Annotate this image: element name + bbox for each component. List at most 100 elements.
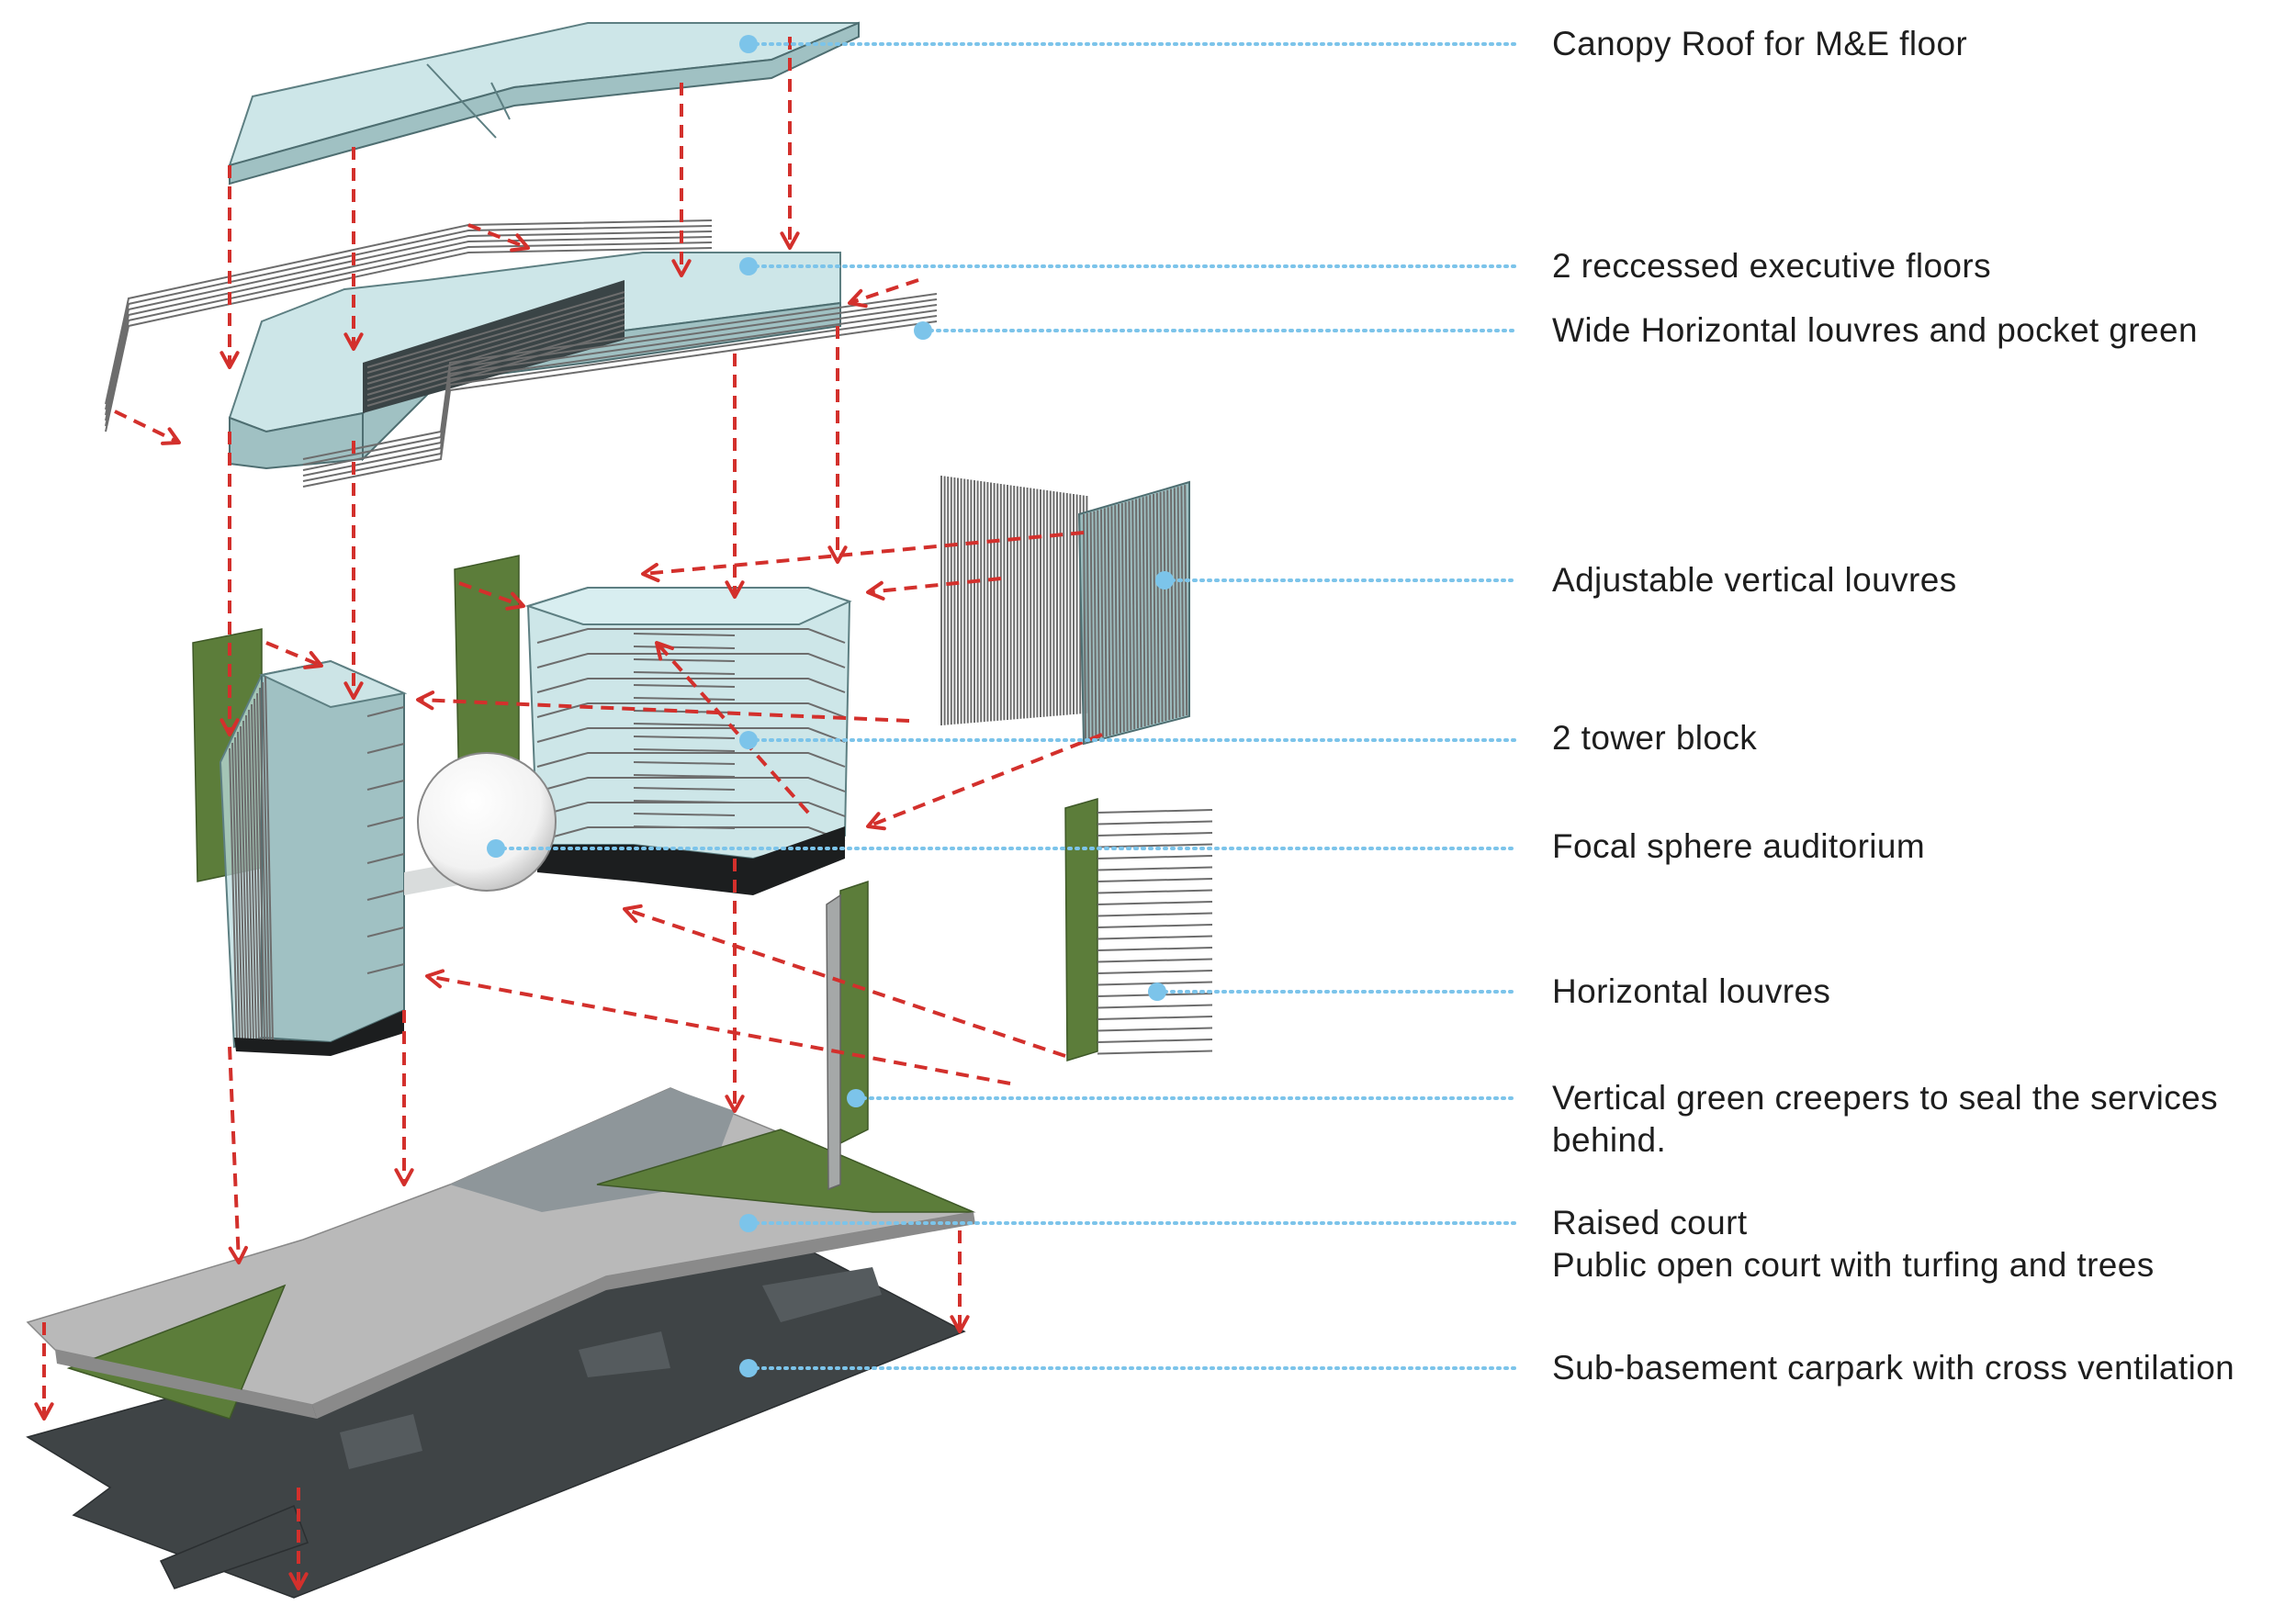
wide-louvre-right (302, 320, 938, 488)
label-creepers-line1: Vertical green creepers to seal the serv… (1552, 1079, 2218, 1117)
vertical-louvre-fin (1184, 485, 1188, 716)
exec-floor-line (366, 297, 625, 374)
vertical-louvre-fin (1083, 513, 1086, 743)
horizontal-louvre-slat (1097, 855, 1213, 859)
assembly-arrow (849, 278, 919, 305)
horizontal-louvre-slat (1097, 866, 1213, 871)
arrowhead (623, 904, 643, 924)
horizontal-louvre-slat (1097, 809, 1213, 814)
tower-fin-line (229, 747, 238, 1043)
wide-louvre-left (105, 230, 713, 416)
tower-fin-line (256, 692, 265, 1043)
tower-floor-line (536, 702, 846, 718)
wide-louvre-left (105, 236, 713, 421)
wide-louvre-left (105, 241, 713, 427)
tower-fin-line (259, 687, 268, 1043)
tower-fin-line (251, 703, 260, 1043)
label-canopy-roof: Canopy Roof for M&E floor (1552, 25, 1967, 62)
exec-floor-line (366, 291, 625, 368)
tower-floor-line (366, 816, 405, 827)
wide-louvre-left (105, 247, 713, 432)
wide-horizontal-louvres (105, 219, 938, 488)
label-executive-floors: 2 reccessed executive floors (1552, 247, 1991, 285)
wide-louvre-left (105, 219, 713, 405)
tower-floor-line (536, 653, 846, 668)
tower-fin-line (242, 720, 252, 1043)
vertical-louvre-fin (1155, 492, 1160, 724)
horizontal-louvre-slat (1097, 912, 1213, 917)
vertical-louvre-fin (1086, 512, 1090, 742)
tower-floor-line (366, 890, 405, 901)
arrowhead (343, 332, 364, 351)
vertical-louvre-fin (1173, 488, 1177, 719)
assembly-arrow (624, 907, 1066, 1058)
vertical-louvre-fin (1097, 510, 1101, 739)
vertical-louvre-fin (1176, 487, 1181, 718)
arrowhead (416, 691, 435, 711)
leader-dot-horizontal (1148, 983, 1166, 1001)
vertical-louvre-fin (1128, 500, 1132, 731)
assembly-arrow (655, 641, 810, 814)
arrowhead (288, 1572, 309, 1590)
arrowhead (671, 259, 692, 277)
vertical-louvre-fin (1138, 498, 1142, 728)
horizontal-louvre-slat (1097, 843, 1213, 848)
leader-lines (487, 35, 1517, 1377)
tower-floor-line (366, 780, 405, 791)
label-sphere: Focal sphere auditorium (1552, 827, 1925, 865)
leader-dot-carpark (739, 1359, 758, 1377)
exec-floor-line (366, 319, 625, 396)
assembly-arrow (642, 531, 1085, 576)
tower-fin-line (633, 825, 736, 829)
exec-floor-line (366, 302, 625, 379)
tower-fin-line (633, 658, 736, 662)
arrowhead (510, 233, 530, 253)
tower-floor-line (536, 678, 846, 693)
vertical-louvre-fin (1110, 506, 1115, 736)
tower-fin-line (633, 748, 736, 752)
tower-fin-line (633, 761, 736, 765)
vertical-louvre-fin (1131, 500, 1136, 730)
label-wide-louvres: Wide Horizontal louvres and pocket green (1552, 311, 2198, 349)
tower-fin-line (633, 813, 736, 816)
tower-floor-line (536, 752, 846, 768)
assembly-arrow (467, 223, 529, 250)
arrowhead (655, 641, 674, 661)
tower-fin-line (234, 736, 243, 1043)
vertical-green-creepers (826, 880, 869, 1191)
vertical-louvre-fin (1103, 508, 1108, 737)
vertical-louvre-fin (1093, 511, 1097, 740)
leader-dot-court (739, 1214, 758, 1232)
horizontal-louvre-slat (1097, 947, 1213, 951)
label-creepers-line2: behind. (1552, 1121, 1666, 1159)
tower-floor-line (366, 706, 405, 717)
arrowhead (866, 580, 885, 601)
arrowhead (343, 681, 364, 700)
exec-floor-line (366, 324, 625, 401)
arrowhead (725, 1095, 745, 1113)
focal-sphere (417, 752, 557, 892)
tower-fin-line (633, 787, 736, 791)
vertical-louvre-fin (1118, 503, 1121, 734)
assembly-arrow (228, 1046, 241, 1263)
vertical-louvre-fin (1166, 489, 1171, 721)
tower-fin-line (633, 736, 736, 739)
adjustable-vertical-louvres (940, 476, 1190, 746)
horizontal-louvres (1064, 798, 1213, 1062)
horizontal-louvre-slat (1097, 878, 1213, 882)
vertical-louvre-fin (1163, 490, 1167, 722)
tower-floor-line (536, 777, 846, 792)
vertical-louvre-fin (1153, 493, 1156, 724)
arrowhead (866, 812, 886, 831)
tower-fin-line (633, 723, 736, 726)
horizontal-louvre-slat (1097, 935, 1213, 940)
leader-dot-adjustable (1155, 571, 1174, 590)
vertical-louvre-fin (1124, 501, 1129, 732)
tower-fin-line (262, 681, 271, 1043)
right-tower (454, 555, 852, 895)
arrowhead (950, 1315, 970, 1333)
tower-fin-line (633, 697, 736, 701)
leader-dot-wide-louvres (914, 321, 932, 340)
arrowhead (34, 1402, 54, 1421)
label-tower-block: 2 tower block (1552, 719, 1757, 757)
